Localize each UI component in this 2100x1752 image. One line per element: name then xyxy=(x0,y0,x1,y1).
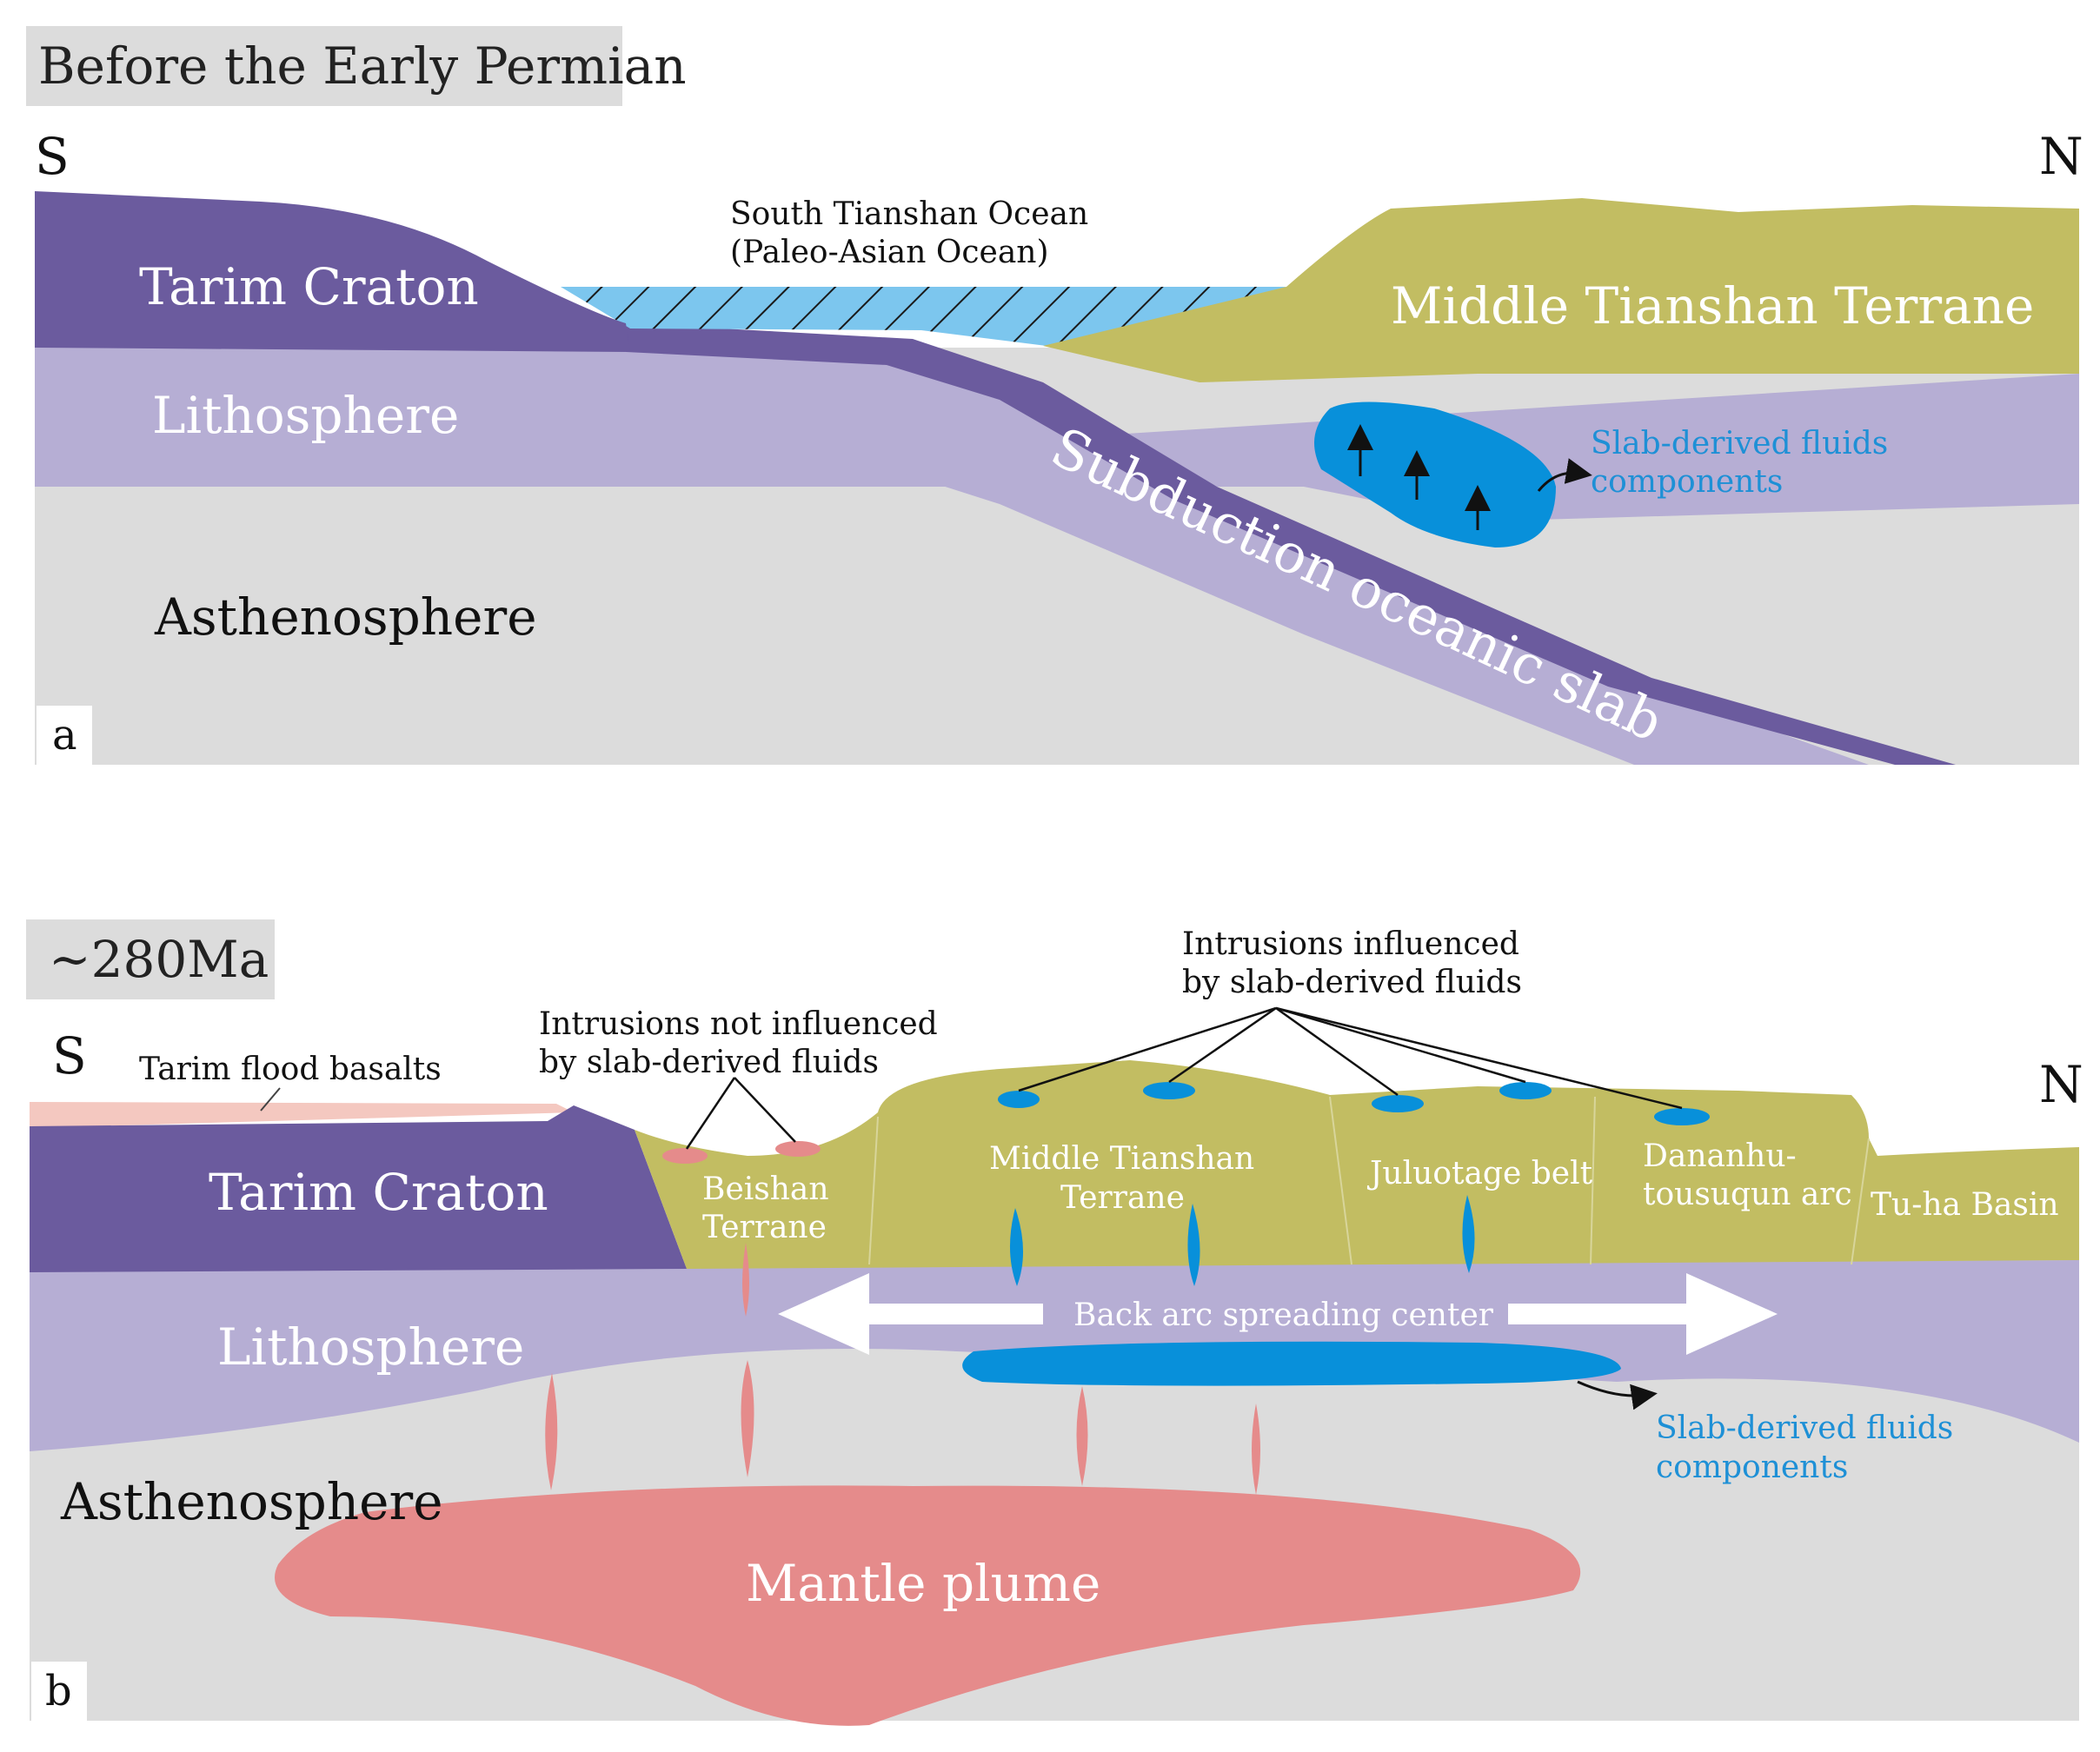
panel-b-tarim-craton-label: Tarim Craton xyxy=(209,1163,548,1222)
panel-b-boundary-3 xyxy=(1590,1096,1596,1265)
panel-b-blue-pod-5 xyxy=(1654,1108,1710,1125)
panel-b-boundary-1 xyxy=(868,1116,879,1265)
panel-b-mid-tianshan-label-2: Terrane xyxy=(1060,1180,1185,1216)
panel-b-influenced-label-1: Intrusions influenced xyxy=(1182,926,1519,962)
panel-a-letter-box xyxy=(37,706,92,765)
panel-b-arrow-left xyxy=(778,1273,1043,1355)
panel-a-north-label: N xyxy=(2039,127,2083,186)
panel-b-title: ~280Ma xyxy=(49,930,269,989)
panel-b-beishan-label-1: Beishan xyxy=(702,1171,829,1207)
panel-b-flood-basalts xyxy=(30,1102,574,1128)
panel-b-title-box xyxy=(26,919,275,999)
panel-b-influenced-leader-3 xyxy=(1275,1006,1399,1097)
panel-b-back-arc-label: Back arc spreading center xyxy=(1073,1297,1494,1333)
panel-a-oceanic-crust xyxy=(626,323,1956,765)
panel-b-dike-4 xyxy=(1076,1386,1088,1486)
panel-b-mantle-plume-label: Mantle plume xyxy=(746,1554,1100,1613)
panel-b-juluotage-label: Juluotage belt xyxy=(1366,1156,1593,1191)
panel-b-mid-tianshan-label-1: Middle Tianshan xyxy=(989,1141,1254,1177)
panel-a: Before the Early Permian S N Tarim Crato… xyxy=(26,26,2083,765)
panel-b-blue-drop-1 xyxy=(1009,1208,1024,1286)
panel-a-fluids-label-2: components xyxy=(1591,464,1783,500)
panel-b-blue-pod-1 xyxy=(998,1091,1040,1108)
panel-b-dike-2 xyxy=(741,1360,754,1477)
panel-b-basalt-leader xyxy=(260,1087,281,1112)
panel-a-tarim-craton-shape xyxy=(35,191,630,352)
panel-b-tuha-label: Tu-ha Basin xyxy=(1871,1187,2059,1223)
panel-b-fluids-label-2: components xyxy=(1656,1450,1848,1485)
panel-a-south-label: S xyxy=(35,127,70,186)
panel-a-middle-tianshan-shape xyxy=(1043,198,2079,382)
panel-b-not-influenced-label-1: Intrusions not influenced xyxy=(539,1006,938,1042)
panel-a-ocean-label-2: (Paleo-Asian Ocean) xyxy=(730,235,1049,270)
panel-b-dike-3 xyxy=(742,1243,749,1317)
panel-b-letter-box xyxy=(31,1662,87,1721)
panel-b-influenced-leader-1 xyxy=(1018,1006,1277,1092)
panel-b-arrow-right xyxy=(1508,1273,1778,1355)
panel-b-influenced-label-2: by slab-derived fluids xyxy=(1182,965,1522,1000)
panel-b-dananhu-label-1: Dananhu- xyxy=(1643,1138,1797,1174)
panel-b-fluid-body xyxy=(962,1341,1621,1386)
panel-b: ~280Ma S N xyxy=(26,919,2083,1726)
panel-b-not-influenced-leader-1 xyxy=(685,1077,736,1150)
panel-b-blue-pod-2 xyxy=(1143,1082,1195,1099)
panel-b-dananhu-label-2: tousuqun arc xyxy=(1643,1177,1852,1212)
panel-b-dike-5 xyxy=(1252,1404,1260,1495)
panel-b-letter: b xyxy=(45,1667,72,1716)
panel-b-fluids-label-1: Slab-derived fluids xyxy=(1656,1410,1953,1446)
panel-a-fluid-pointer xyxy=(1537,458,1592,492)
panel-b-influenced-leader-5 xyxy=(1275,1006,1683,1110)
panel-a-letter: a xyxy=(52,711,77,760)
panel-a-ocean-label-1: South Tianshan Ocean xyxy=(730,196,1088,232)
panel-b-beishan-label-2: Terrane xyxy=(702,1210,827,1245)
panel-b-not-influenced-label-2: by slab-derived fluids xyxy=(539,1045,879,1080)
panel-b-blue-pod-3 xyxy=(1372,1095,1424,1112)
panel-a-asthenosphere-label: Asthenosphere xyxy=(154,587,537,647)
panel-b-fluid-pointer xyxy=(1577,1380,1658,1410)
panel-b-pink-pod-2 xyxy=(775,1141,821,1157)
panel-b-blue-drop-2 xyxy=(1187,1204,1200,1286)
panel-b-pink-pod-1 xyxy=(662,1148,708,1164)
panel-a-lithosphere-label: Lithosphere xyxy=(152,386,459,445)
panel-a-title: Before the Early Permian xyxy=(38,36,687,96)
panel-b-asthenosphere-label: Asthenosphere xyxy=(60,1472,443,1531)
panel-b-dike-1 xyxy=(545,1373,558,1490)
panel-b-lithosphere-label: Lithosphere xyxy=(217,1317,524,1377)
panel-b-boundary-4 xyxy=(1851,1138,1870,1265)
panel-a-tarim-craton-label: Tarim Craton xyxy=(139,257,479,316)
panel-b-mantle-plume xyxy=(275,1485,1581,1726)
panel-b-influenced-leader-2 xyxy=(1168,1006,1277,1084)
panel-b-boundary-2 xyxy=(1329,1096,1352,1265)
panel-b-blue-drop-3 xyxy=(1462,1195,1475,1273)
panel-b-blue-pod-4 xyxy=(1499,1082,1552,1099)
panel-b-terranes-shape xyxy=(635,1060,2079,1269)
panel-b-influenced-leader-4 xyxy=(1275,1006,1526,1084)
panel-a-title-box xyxy=(26,26,622,106)
panel-a-middle-tianshan-label: Middle Tianshan Terrane xyxy=(1391,276,2034,335)
panel-a-fluids-label-1: Slab-derived fluids xyxy=(1591,426,1888,461)
panel-b-north-label: N xyxy=(2039,1055,2083,1114)
panel-b-flood-basalts-label: Tarim flood basalts xyxy=(139,1052,442,1087)
panel-b-not-influenced-leader-2 xyxy=(734,1077,796,1143)
panel-b-south-label: S xyxy=(52,1026,87,1085)
panel-b-tarim-craton-shape xyxy=(30,1105,687,1272)
panel-a-fluid-body xyxy=(1314,402,1556,548)
